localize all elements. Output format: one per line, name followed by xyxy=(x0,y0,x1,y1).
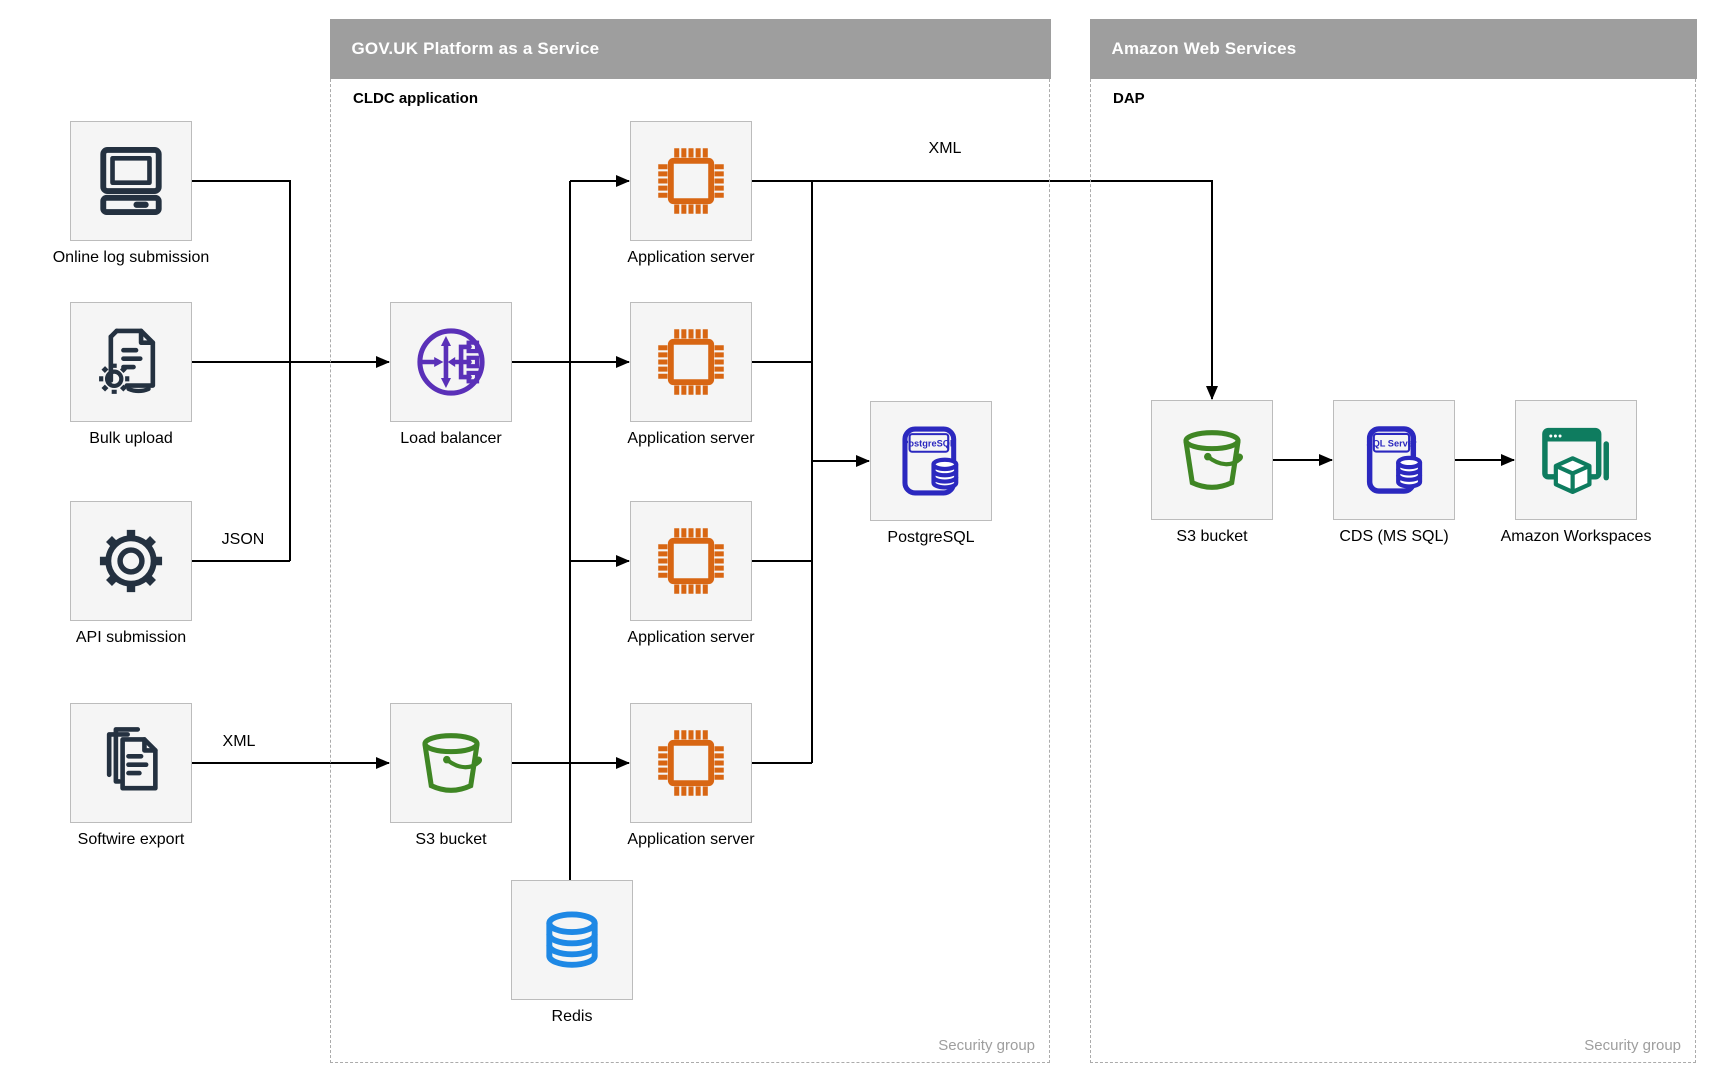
node-label-amazon-workspaces: Amazon Workspaces xyxy=(1500,528,1652,545)
container-govuk-paas-header: GOV.UK Platform as a Service xyxy=(329,18,1051,79)
container-govuk-paas-sublabel: CLDC application xyxy=(353,90,479,107)
node-label-bulk-upload: Bulk upload xyxy=(89,430,173,447)
node-label-s3-bucket-aws: S3 bucket xyxy=(1176,528,1248,545)
load-balancer-icon xyxy=(417,328,485,396)
node-api-submission[interactable] xyxy=(70,501,192,621)
node-label-app-server-1: Application server xyxy=(627,249,755,266)
documents-icon xyxy=(106,727,158,791)
node-label-app-server-3: Application server xyxy=(627,629,755,646)
container-aws-sublabel: DAP xyxy=(1113,90,1145,107)
node-app-server-3[interactable] xyxy=(630,501,752,621)
redis-icon xyxy=(546,911,598,968)
node-app-server-2[interactable] xyxy=(630,302,752,422)
node-label-app-server-4: Application server xyxy=(627,831,755,848)
node-app-server-1[interactable] xyxy=(630,121,752,241)
s3-bucket-icon xyxy=(422,733,483,793)
container-aws-header: Amazon Web Services xyxy=(1089,18,1697,79)
node-label-redis: Redis xyxy=(551,1008,593,1025)
node-postgresql[interactable]: PostgreSQL xyxy=(870,401,992,521)
chip-icon xyxy=(658,329,724,395)
container-govuk-paas: GOV.UK Platform as a Service CLDC applic… xyxy=(329,18,1051,1063)
container-aws-security-label: Security group xyxy=(1584,1037,1681,1054)
node-cds-ms-sql[interactable]: SQL Server xyxy=(1333,400,1455,520)
svg-text:SQL Server: SQL Server xyxy=(1366,439,1417,449)
node-label-postgresql: PostgreSQL xyxy=(887,529,975,546)
edge-sources-merge xyxy=(192,180,291,562)
s3-bucket-icon xyxy=(1183,430,1244,490)
gear-icon xyxy=(99,529,163,593)
container-govuk-paas-security-label: Security group xyxy=(938,1037,1035,1054)
container-aws-title: Amazon Web Services xyxy=(1111,38,1297,58)
node-redis[interactable] xyxy=(511,880,633,1000)
node-app-server-4[interactable] xyxy=(630,703,752,823)
node-label-app-server-2: Application server xyxy=(627,430,755,447)
chip-icon xyxy=(658,148,724,214)
workspaces-icon xyxy=(1542,427,1609,495)
edge-label-json: JSON xyxy=(221,531,265,548)
node-label-online-log-submission: Online log submission xyxy=(52,249,210,266)
node-s3-bucket-aws[interactable] xyxy=(1151,400,1273,520)
node-label-s3-bucket-paas: S3 bucket xyxy=(415,831,487,848)
node-s3-bucket-paas[interactable] xyxy=(390,703,512,823)
chip-icon xyxy=(658,730,724,796)
node-label-softwire-export: Softwire export xyxy=(77,831,185,848)
node-softwire-export[interactable] xyxy=(70,703,192,823)
node-label-load-balancer: Load balancer xyxy=(400,430,502,447)
edge-label-xml-softwire: XML xyxy=(222,733,256,750)
node-load-balancer[interactable] xyxy=(390,302,512,422)
computer-icon xyxy=(100,146,162,216)
container-aws: Amazon Web Services DAP Security group xyxy=(1089,18,1697,1063)
edge-label-xml-app: XML xyxy=(928,140,962,157)
node-label-cds-ms-sql: CDS (MS SQL) xyxy=(1339,528,1449,545)
node-label-api-submission: API submission xyxy=(75,629,187,646)
container-govuk-paas-title: GOV.UK Platform as a Service xyxy=(351,38,600,58)
document-gear-icon xyxy=(99,328,156,394)
node-amazon-workspaces[interactable] xyxy=(1515,400,1637,520)
node-online-log-submission[interactable] xyxy=(70,121,192,241)
chip-icon xyxy=(658,528,724,594)
sql-server-icon: SQL Server xyxy=(1366,426,1423,494)
svg-text:PostgreSQL: PostgreSQL xyxy=(902,439,956,449)
edge-app1-to-aws-s3 xyxy=(752,180,1218,400)
node-bulk-upload[interactable] xyxy=(70,302,192,422)
postgresql-icon: PostgreSQL xyxy=(902,426,959,496)
